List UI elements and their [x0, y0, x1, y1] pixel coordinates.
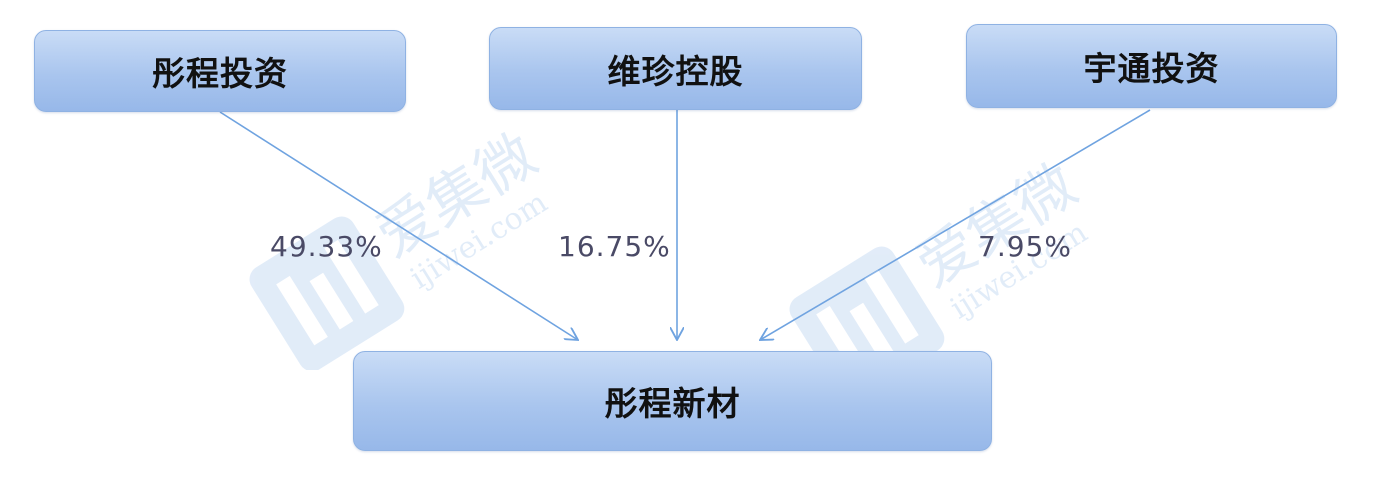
- node-label: 彤程投资: [152, 54, 288, 93]
- edge-label-n2: 16.75%: [558, 230, 671, 263]
- edge-label-n1: 49.33%: [270, 230, 383, 263]
- node-tongcheng-investment: 彤程投资: [34, 30, 406, 112]
- node-label: 维珍控股: [607, 51, 744, 91]
- edge-label-n3: 7.95%: [978, 230, 1072, 263]
- edge-n3-n4: [760, 109, 1151, 340]
- node-yutong-investment: 宇通投资: [966, 24, 1337, 108]
- node-label: 彤程新材: [604, 384, 741, 423]
- node-label: 宇通投资: [1083, 49, 1220, 88]
- node-tongcheng-new-materials: 彤程新材: [353, 351, 992, 451]
- edge-n1-n4: [219, 111, 578, 340]
- node-weizhen-holdings: 维珍控股: [489, 27, 862, 110]
